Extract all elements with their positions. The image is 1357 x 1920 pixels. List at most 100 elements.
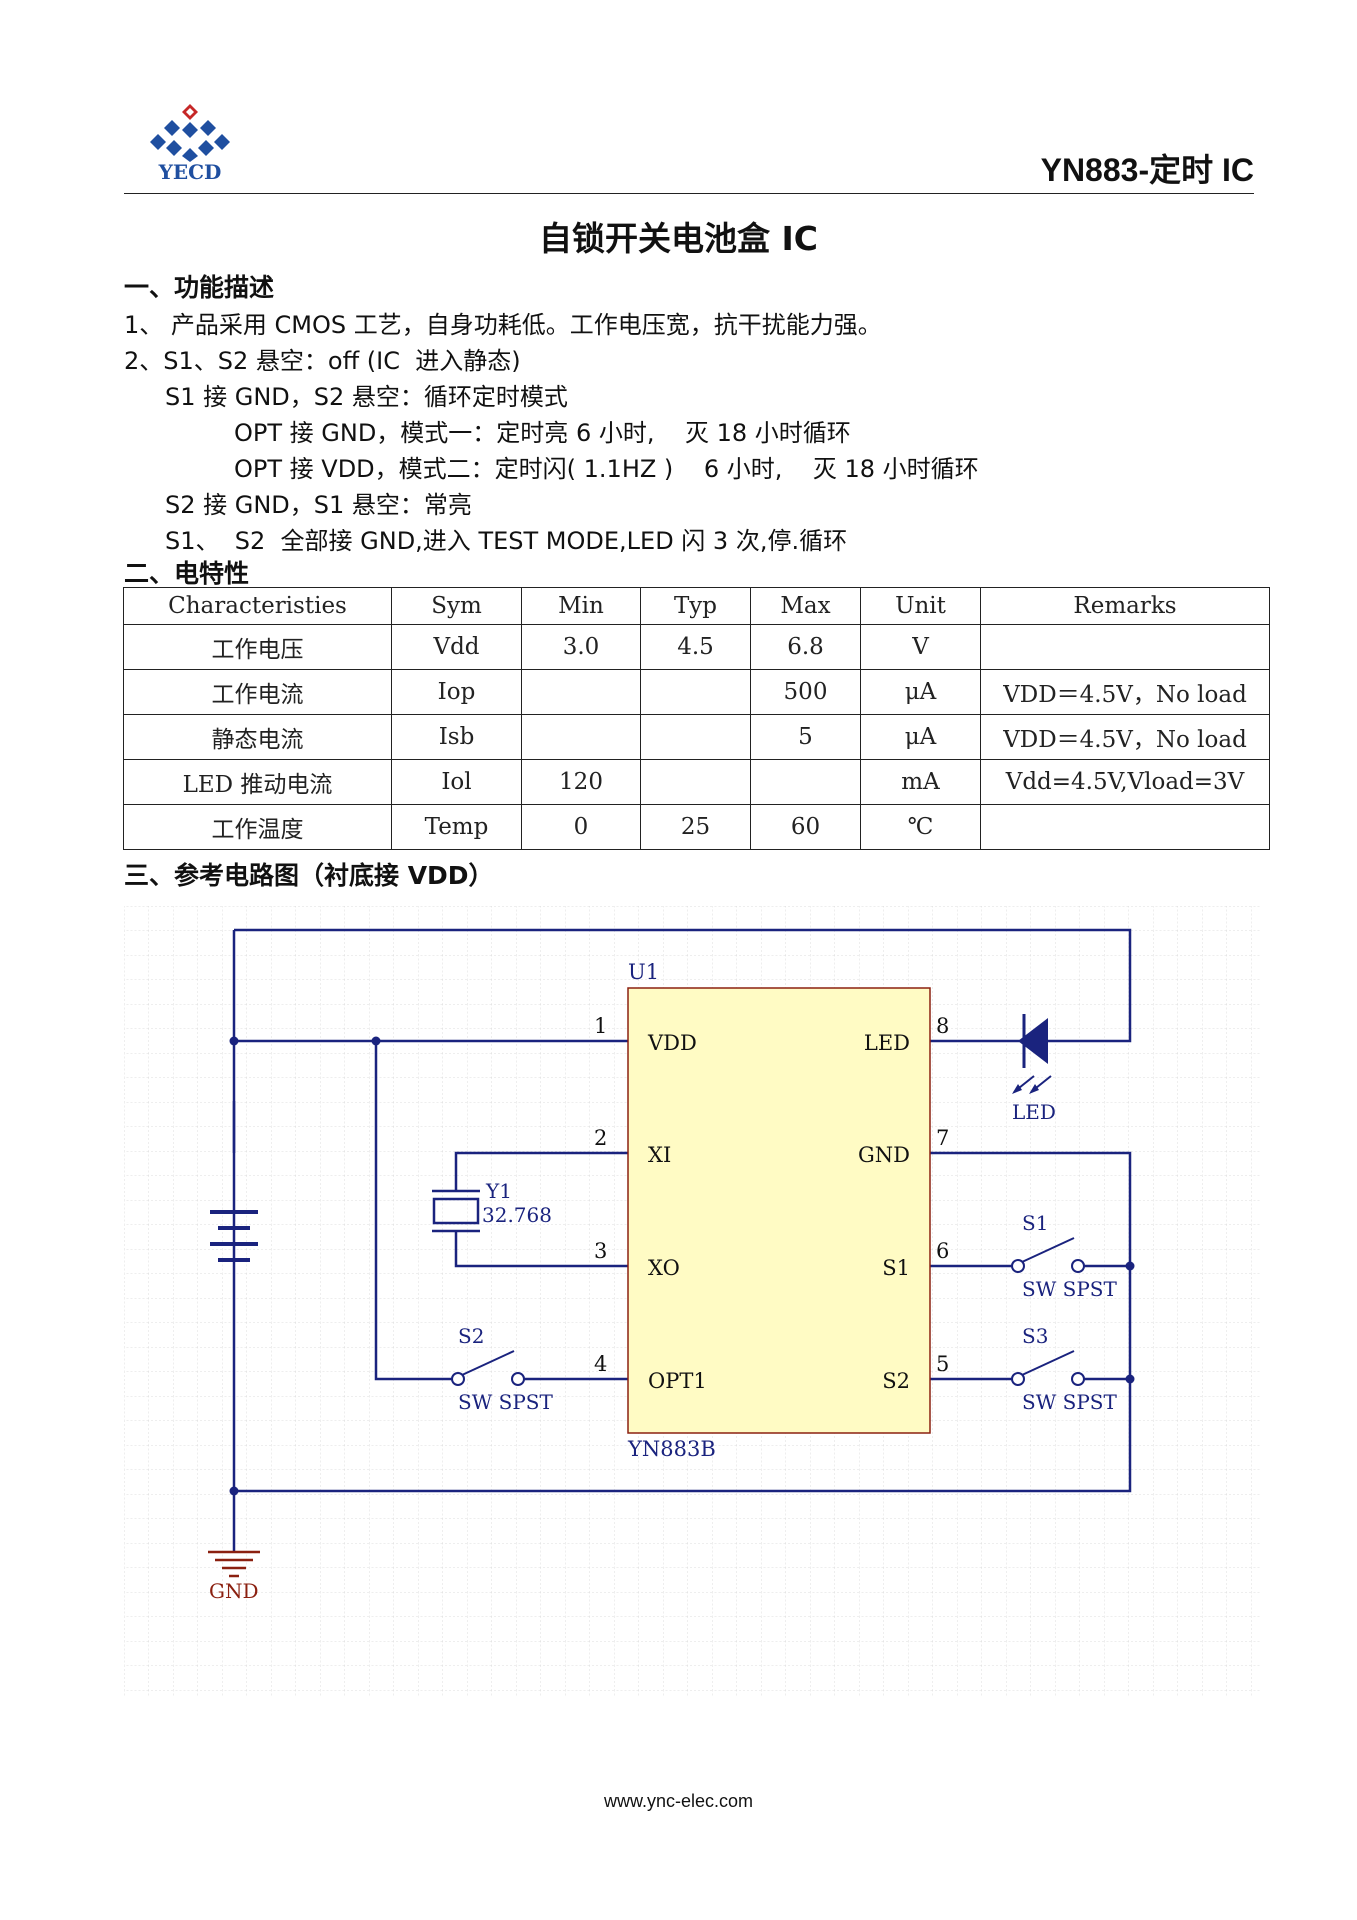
- switch-s3-reference: S3: [1022, 1324, 1048, 1348]
- function-line-7: S1、 S2 全部接 GND,进入 TEST MODE,LED 闪 3 次,停.…: [165, 527, 848, 555]
- table-cell: 3.0: [521, 624, 641, 670]
- table-cell: Temp: [391, 804, 522, 850]
- function-line-5: OPT 接 VDD，模式二：定时闪( 1.1HZ ) 6 小时, 灭 18 小时…: [234, 455, 979, 483]
- ic-part-number: YN883B: [627, 1437, 716, 1461]
- pin-number: 6: [936, 1239, 949, 1263]
- pin-number: 7: [936, 1126, 949, 1150]
- function-line-4: OPT 接 GND，模式一：定时亮 6 小时, 灭 18 小时循环: [234, 419, 851, 447]
- table-row: 工作电压 Vdd 3.0 4.5 6.8 V: [123, 624, 1270, 670]
- table-cell: 工作电压: [123, 624, 392, 670]
- pin-number: 1: [594, 1014, 607, 1038]
- switch-s3-symbol: [1011, 1350, 1085, 1386]
- battery-symbol: [210, 1210, 258, 1262]
- table-cell: mA: [860, 759, 981, 805]
- table-cell: 5: [750, 714, 861, 760]
- crystal-value: 32.768: [482, 1203, 552, 1227]
- crystal-symbol: [432, 1189, 480, 1233]
- switch-s1-reference: S1: [1022, 1211, 1048, 1235]
- wires: [232, 928, 1132, 1551]
- document-code: YN883-定时 IC: [1040, 152, 1254, 188]
- table-row: LED 推动电流 Iol 120 mA Vdd=4.5V,Vload=3V: [123, 759, 1270, 805]
- table-cell: VDD＝4.5V，No load: [980, 669, 1270, 715]
- table-cell: 500: [750, 669, 861, 715]
- function-line-1: 1、 产品采用 CMOS 工艺，自身功耗低。工作电压宽，抗干扰能力强。: [124, 311, 882, 339]
- pin-name-gnd: GND: [858, 1143, 910, 1167]
- table-cell: V: [860, 624, 981, 670]
- section-heading-electrical: 二、电特性: [124, 559, 250, 588]
- table-header-row: Characteristies Sym Min Typ Max Unit Rem…: [123, 587, 1270, 625]
- table-cell: Vdd: [391, 624, 522, 670]
- crystal-reference: Y1: [485, 1179, 512, 1203]
- table-cell: Iol: [391, 759, 522, 805]
- pin-number: 8: [936, 1014, 949, 1038]
- table-cell: Vdd=4.5V,Vload=3V: [980, 759, 1270, 805]
- switch-s3-type: SW SPST: [1022, 1390, 1117, 1414]
- column-header: Unit: [860, 587, 981, 625]
- pin-name-xo: XO: [648, 1256, 680, 1280]
- company-logo: [150, 104, 230, 162]
- ic-body: [627, 987, 931, 1434]
- table-cell: 25: [640, 804, 751, 850]
- table-cell: 60: [750, 804, 861, 850]
- page-title: 自锁开关电池盒 IC: [539, 219, 818, 258]
- section-heading-functions: 一、功能描述: [124, 273, 275, 302]
- ic-reference: U1: [628, 960, 659, 984]
- table-cell: μA: [860, 669, 981, 715]
- column-header: Characteristies: [123, 587, 392, 625]
- function-line-2: 2、S1、S2 悬空：off (IC 进入静态): [124, 347, 521, 375]
- table-row: 静态电流 Isb 5 μA VDD＝4.5V，No load: [123, 714, 1270, 760]
- table-cell: [980, 624, 1270, 670]
- table-cell: μA: [860, 714, 981, 760]
- table-cell: [640, 759, 751, 805]
- column-header: Typ: [640, 587, 751, 625]
- logo-text: YECD: [158, 160, 222, 184]
- table-cell: 120: [521, 759, 641, 805]
- table-cell: 工作电流: [123, 669, 392, 715]
- pin-name-s1: S1: [882, 1256, 910, 1280]
- function-line-3: S1 接 GND，S2 悬空：循环定时模式: [165, 383, 568, 411]
- pin-name-xi: XI: [648, 1143, 671, 1167]
- switch-s2-symbol: [451, 1350, 525, 1386]
- table-cell: 静态电流: [123, 714, 392, 760]
- table-row: 工作温度 Temp 0 25 60 ℃: [123, 804, 1270, 850]
- led-symbol: [1012, 1014, 1052, 1094]
- pin-number: 5: [936, 1352, 949, 1376]
- table-cell: 6.8: [750, 624, 861, 670]
- table-cell: VDD＝4.5V，No load: [980, 714, 1270, 760]
- table-cell: Iop: [391, 669, 522, 715]
- junction-dots: [229, 1036, 1135, 1496]
- pin-number: 2: [594, 1126, 607, 1150]
- table-cell: [750, 759, 861, 805]
- table-cell: [640, 669, 751, 715]
- column-header: Remarks: [980, 587, 1270, 625]
- table-cell: Isb: [391, 714, 522, 760]
- table-row: 工作电流 Iop 500 μA VDD＝4.5V，No load: [123, 669, 1270, 715]
- reference-circuit-diagram: U1 YN883B 1 VDD 2 XI 3 XO 4 OPT1 8 LED 7…: [124, 906, 1260, 1696]
- table-cell: ℃: [860, 804, 981, 850]
- switch-s1-symbol: [1011, 1237, 1085, 1273]
- column-header: Sym: [391, 587, 522, 625]
- pin-number: 4: [594, 1352, 607, 1376]
- ground-label: GND: [209, 1579, 259, 1603]
- table-cell: [980, 804, 1270, 850]
- pin-name-vdd: VDD: [647, 1031, 697, 1055]
- electrical-characteristics-table: Characteristies Sym Min Typ Max Unit Rem…: [123, 587, 1270, 850]
- switch-s2-type: SW SPST: [458, 1390, 553, 1414]
- switch-s2-reference: S2: [458, 1324, 484, 1348]
- ground-symbol: [208, 1550, 260, 1578]
- table-cell: 0: [521, 804, 641, 850]
- column-header: Min: [521, 587, 641, 625]
- function-line-6: S2 接 GND，S1 悬空：常亮: [165, 491, 472, 519]
- pin-number: 3: [594, 1239, 607, 1263]
- table-cell: [521, 714, 641, 760]
- table-cell: LED 推动电流: [123, 759, 392, 805]
- column-header: Max: [750, 587, 861, 625]
- table-cell: 4.5: [640, 624, 751, 670]
- switch-s1-type: SW SPST: [1022, 1277, 1117, 1301]
- pin-name-led: LED: [864, 1031, 910, 1055]
- pin-name-opt1: OPT1: [648, 1369, 707, 1393]
- led-label: LED: [1012, 1100, 1056, 1124]
- table-cell: [521, 669, 641, 715]
- pin-name-s2: S2: [882, 1369, 910, 1393]
- header-divider: [124, 193, 1254, 194]
